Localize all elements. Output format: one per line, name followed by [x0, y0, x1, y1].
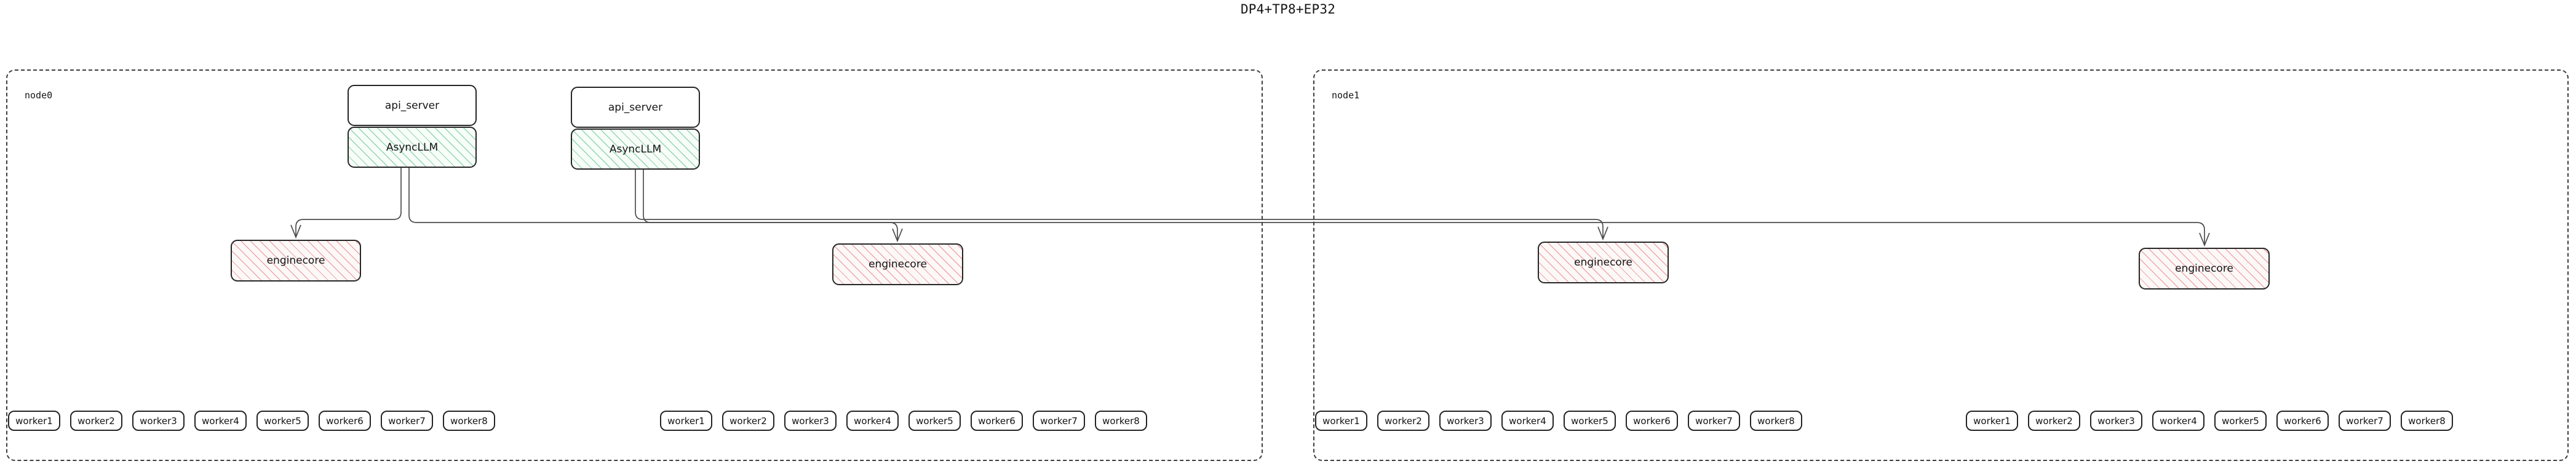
worker-box[interactable]: worker7	[1033, 411, 1085, 431]
worker-label: worker1	[1973, 415, 2011, 427]
cluster-label-node0: node0	[25, 90, 53, 101]
node-ec1[interactable]: enginecore	[832, 243, 963, 285]
node-label: enginecore	[2175, 262, 2233, 275]
worker-label: worker7	[1695, 415, 1733, 427]
worker-box[interactable]: worker2	[2028, 411, 2080, 431]
worker-label: worker1	[667, 415, 705, 427]
worker-box[interactable]: worker4	[846, 411, 899, 431]
worker-box[interactable]: worker5	[908, 411, 961, 431]
node-label: AsyncLLM	[386, 141, 439, 154]
worker-label: worker4	[202, 415, 239, 427]
worker-box[interactable]: worker7	[1688, 411, 1740, 431]
worker-box[interactable]: worker5	[1564, 411, 1616, 431]
worker-label: worker7	[1040, 415, 1078, 427]
worker-label: worker6	[1633, 415, 1671, 427]
worker-box[interactable]: worker3	[1439, 411, 1492, 431]
worker-box[interactable]: worker1	[660, 411, 712, 431]
worker-label: worker8	[1102, 415, 1140, 427]
node-api0[interactable]: api_server	[348, 85, 477, 126]
node-label: AsyncLLM	[609, 143, 662, 156]
page-title: DP4+TP8+EP32	[1240, 2, 1336, 17]
worker-label: worker5	[264, 415, 301, 427]
worker-label: worker8	[2408, 415, 2446, 427]
cluster-label-node1: node1	[1332, 90, 1360, 101]
worker-label: worker7	[2346, 415, 2383, 427]
worker-box[interactable]: worker8	[1750, 411, 1802, 431]
worker-box[interactable]: worker6	[319, 411, 371, 431]
worker-label: worker4	[1509, 415, 1546, 427]
node-ec3[interactable]: enginecore	[2139, 248, 2270, 290]
worker-box[interactable]: worker6	[971, 411, 1023, 431]
node-allm1[interactable]: AsyncLLM	[571, 128, 700, 170]
worker-label: worker3	[1447, 415, 1484, 427]
worker-box[interactable]: worker2	[70, 411, 122, 431]
worker-box[interactable]: worker4	[194, 411, 247, 431]
worker-label: worker1	[15, 415, 53, 427]
worker-label: worker4	[2160, 415, 2197, 427]
worker-box[interactable]: worker8	[2401, 411, 2453, 431]
worker-label: worker6	[2284, 415, 2321, 427]
worker-box[interactable]: worker3	[784, 411, 837, 431]
worker-label: worker3	[140, 415, 177, 427]
cluster-node0	[6, 69, 1263, 461]
worker-box[interactable]: worker1	[1315, 411, 1367, 431]
node-allm0[interactable]: AsyncLLM	[348, 127, 477, 168]
worker-box[interactable]: worker1	[1966, 411, 2018, 431]
worker-box[interactable]: worker1	[8, 411, 60, 431]
worker-box[interactable]: worker3	[2090, 411, 2142, 431]
worker-label: worker1	[1322, 415, 1360, 427]
worker-label: worker2	[729, 415, 767, 427]
node-label: enginecore	[266, 254, 325, 267]
node-label: api_server	[384, 99, 440, 112]
worker-box[interactable]: worker2	[722, 411, 774, 431]
worker-box[interactable]: worker4	[2152, 411, 2204, 431]
worker-box[interactable]: worker7	[381, 411, 433, 431]
worker-box[interactable]: worker6	[1626, 411, 1678, 431]
worker-box[interactable]: worker5	[2214, 411, 2267, 431]
worker-label: worker2	[1385, 415, 1422, 427]
worker-label: worker8	[1757, 415, 1795, 427]
worker-label: worker6	[326, 415, 364, 427]
worker-label: worker2	[78, 415, 115, 427]
node-api1[interactable]: api_server	[571, 87, 700, 128]
worker-box[interactable]: worker4	[1501, 411, 1554, 431]
worker-label: worker5	[1571, 415, 1608, 427]
cluster-node1	[1313, 69, 2569, 461]
worker-label: worker3	[2097, 415, 2135, 427]
worker-label: worker2	[2035, 415, 2073, 427]
worker-label: worker4	[854, 415, 891, 427]
node-label: enginecore	[1574, 256, 1632, 269]
worker-box[interactable]: worker3	[132, 411, 185, 431]
node-ec0[interactable]: enginecore	[231, 240, 361, 282]
worker-box[interactable]: worker7	[2339, 411, 2391, 431]
node-ec2[interactable]: enginecore	[1538, 242, 1669, 283]
worker-label: worker6	[978, 415, 1016, 427]
worker-box[interactable]: worker8	[1095, 411, 1147, 431]
node-label: api_server	[608, 101, 663, 114]
worker-box[interactable]: worker2	[1377, 411, 1429, 431]
worker-box[interactable]: worker8	[443, 411, 495, 431]
worker-label: worker5	[2222, 415, 2259, 427]
worker-box[interactable]: worker6	[2276, 411, 2329, 431]
worker-label: worker7	[388, 415, 426, 427]
node-label: enginecore	[869, 258, 927, 270]
worker-box[interactable]: worker5	[256, 411, 309, 431]
worker-label: worker5	[916, 415, 953, 427]
worker-label: worker8	[450, 415, 488, 427]
worker-label: worker3	[792, 415, 829, 427]
